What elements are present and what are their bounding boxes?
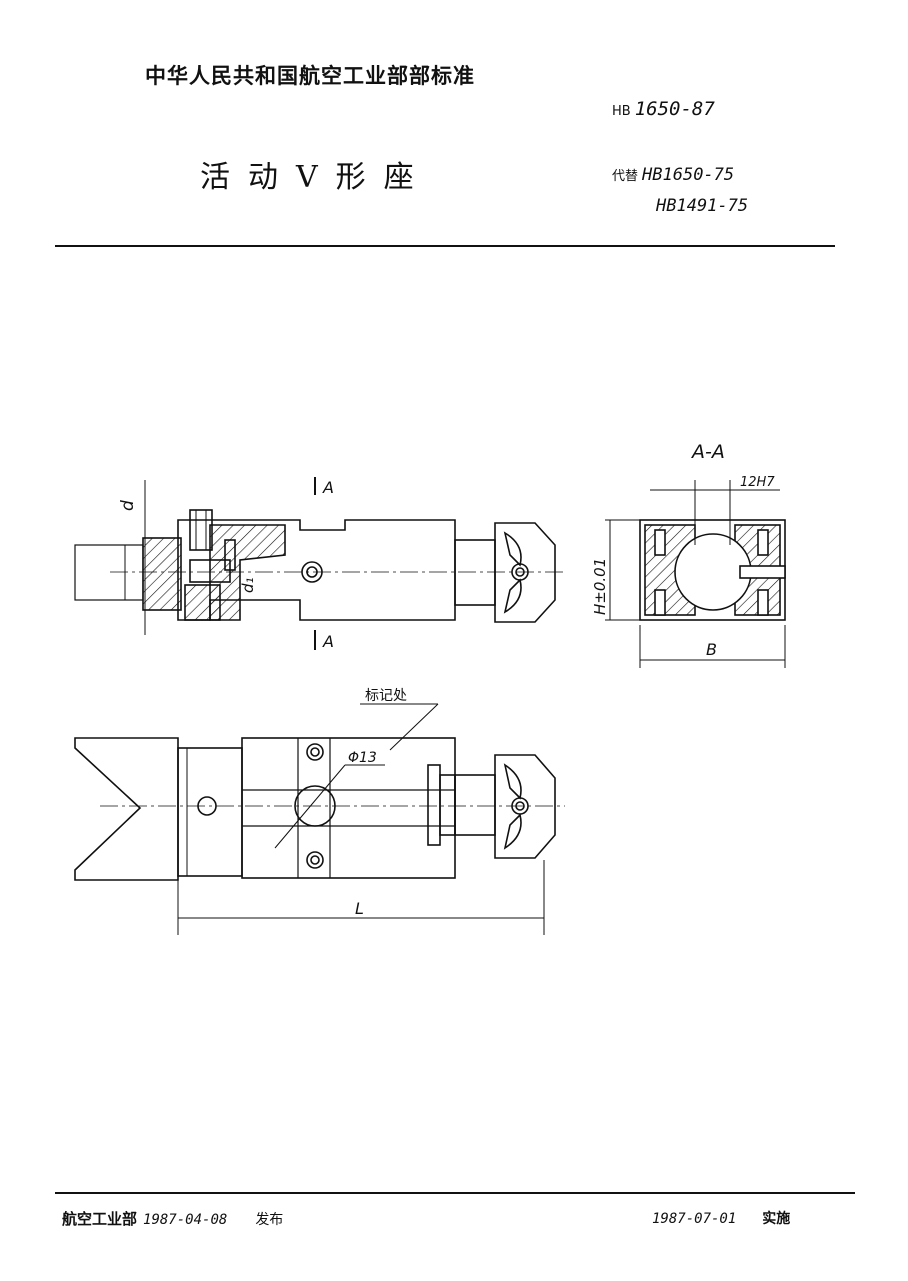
top-view: [74, 703, 565, 935]
hole-diameter-label: Φ13: [348, 750, 377, 766]
fit-tolerance-label: 12H7: [740, 475, 775, 490]
standard-prefix: HB: [612, 104, 631, 119]
front-view: [74, 477, 565, 650]
section-title: A-A: [690, 441, 725, 463]
standard-code: 1650-87: [634, 98, 715, 120]
section-mark-bottom: A: [322, 632, 334, 651]
effective-date: 1987-07-01: [652, 1211, 737, 1227]
marking-location-label: 标记处: [365, 688, 407, 704]
diameter-label: d: [118, 500, 138, 511]
header-rule: [55, 245, 835, 247]
issuing-ministry: 航空工业部: [62, 1210, 138, 1228]
length-label: L: [355, 899, 364, 918]
replaces-label: 代替: [612, 169, 639, 184]
issue-info: 航空工业部 1987-04-08 发布: [62, 1208, 283, 1229]
issue-date: 1987-04-08: [143, 1212, 228, 1228]
replaces-standard-1: HB1650-75: [642, 165, 735, 185]
section-view: [605, 480, 786, 668]
section-mark-top: A: [322, 478, 334, 497]
issue-word: 发布: [255, 1212, 284, 1228]
diameter-1-label: d₁: [239, 577, 257, 593]
height-tolerance-label: H±0.01: [591, 558, 609, 615]
effective-info: 1987-07-01 实施: [652, 1208, 790, 1228]
replaces-standard-2: HB1491-75: [656, 196, 749, 216]
effective-word: 实施: [762, 1211, 791, 1227]
width-label: B: [706, 640, 717, 659]
document-title: 活动V形座: [200, 160, 432, 195]
footer-rule: [55, 1192, 855, 1194]
issuing-organization: 中华人民共和国航空工业部部标准: [145, 64, 475, 88]
